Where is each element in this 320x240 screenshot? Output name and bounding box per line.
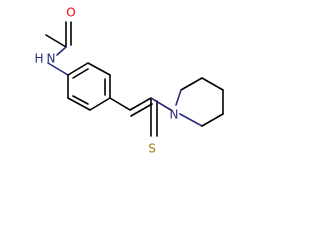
structure-canvas: O N H N S [34,5,224,156]
ring-bond-1 [67,62,89,76]
bond-alkene-2 [130,103,153,117]
piperidine-bond-6 [175,89,182,106]
bond-thione-piperidine-n [150,97,170,110]
piperidine-bond-2 [201,113,224,127]
amide-nitrogen-label: N [47,52,56,66]
bond-amide-n-ring [47,62,69,76]
piperidine-nitrogen-label: N [170,108,179,122]
bond-methyl-carbonyl [45,34,67,48]
bond-alkene-1 [129,97,152,111]
oxygen-label: O [66,6,75,20]
bond-ring-alkene [109,97,131,111]
piperidine-bond-4 [201,77,224,91]
ring-inner-bond-1 [72,68,89,79]
ring-bond-4 [89,97,111,111]
ring-bond-5 [67,97,91,111]
ring-inner-bond-3 [72,95,89,105]
ring-bond-2 [87,62,111,76]
amide-hydrogen-label: H [34,52,43,66]
sulfur-label: S [148,142,156,156]
molecule-drawing: O N H N S [34,6,224,156]
piperidine-bond-1 [179,113,203,127]
bond-carbonyl-amide-n [56,46,67,56]
piperidine-bond-5 [180,77,203,91]
bonds [45,21,224,137]
atom-labels: O N H N S [34,6,178,156]
